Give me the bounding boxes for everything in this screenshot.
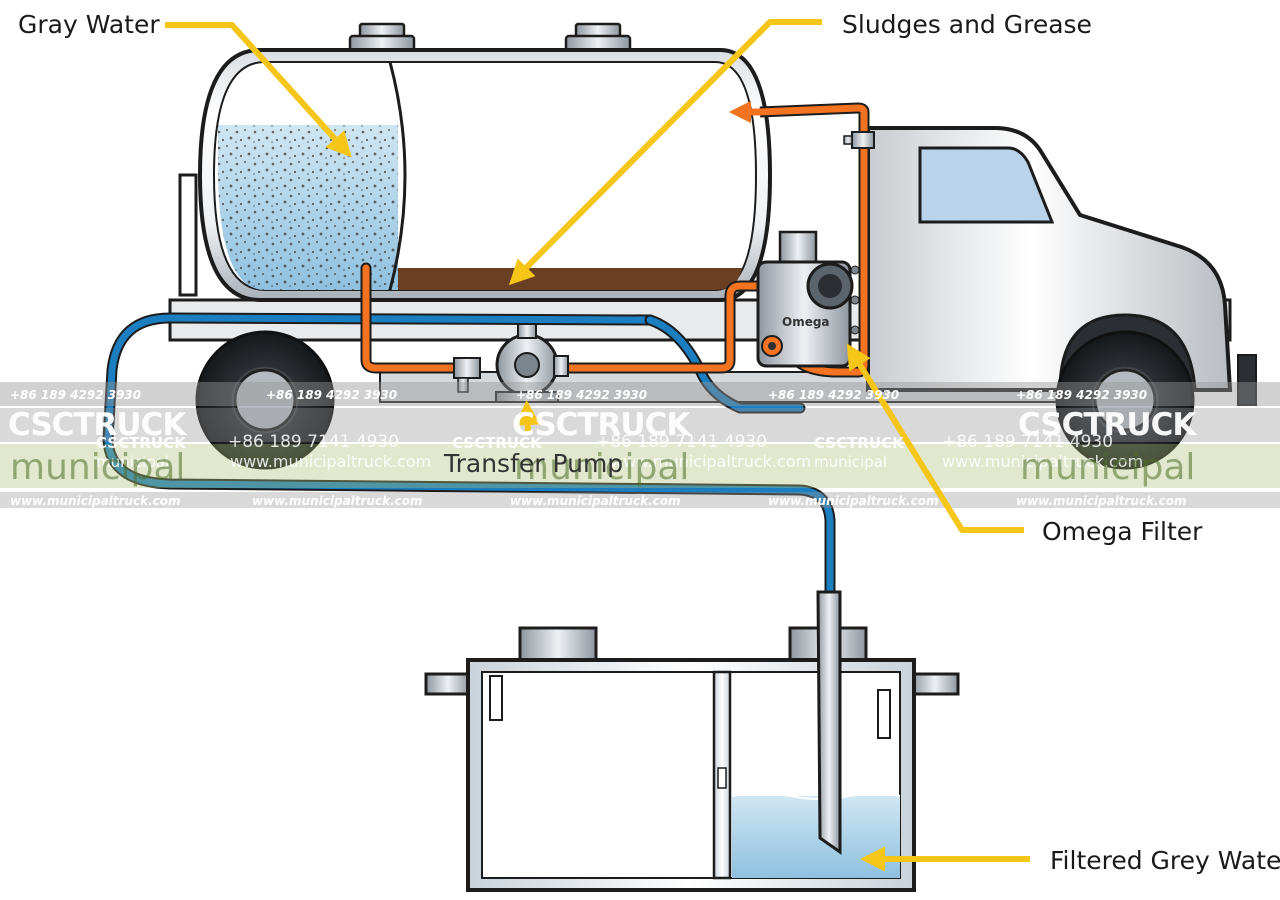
watermark-phone: +86 189 4292 3930 <box>1016 388 1148 402</box>
transfer-pump <box>453 323 569 403</box>
omega-filter-unit <box>756 230 860 368</box>
filtered-water-fill <box>732 796 900 878</box>
arrow-gray-water <box>165 22 352 158</box>
tank-baffle <box>388 61 407 291</box>
watermark-brand-small: CSCTRUCK <box>814 434 904 452</box>
watermark-municipal: municipal <box>10 447 186 488</box>
label-omega-filter: Omega Filter <box>1042 517 1203 546</box>
watermark-url-small: www.municipaltruck.com <box>252 494 423 508</box>
watermark-municipal-small: municipal <box>96 453 170 471</box>
tank-rear-bracket <box>178 173 198 297</box>
suction-wand <box>816 590 842 855</box>
label-filtered-grey-water: Filtered Grey Water <box>1050 846 1280 875</box>
watermark-url-small: www.municipaltruck.com <box>10 494 181 508</box>
grease-trap-tank <box>424 590 960 892</box>
filter-brand-label: Omega <box>782 315 830 329</box>
watermark-municipal: municipal <box>1020 447 1196 488</box>
watermark-bands <box>0 382 1280 508</box>
arrow-sludge <box>508 19 822 286</box>
watermark-municipal: municipal <box>514 447 690 488</box>
arrow-omega-filter <box>846 343 1024 533</box>
watermark-brand-small: CSCTRUCK <box>452 434 542 452</box>
watermark-brand: CSCTRUCK <box>8 407 186 443</box>
watermark-brand: CSCTRUCK <box>1018 407 1196 443</box>
watermark-phone-2: +86 189 7141 4930 <box>228 432 400 452</box>
arrow-transfer-pump <box>515 399 541 433</box>
watermark-municipal-small: municipal <box>814 453 888 471</box>
outlet-pipe <box>910 672 960 696</box>
watermark-url-small: www.municipaltruck.com <box>1016 494 1187 508</box>
check-valve <box>851 131 875 149</box>
watermark-phone: +86 189 4292 3930 <box>266 388 398 402</box>
watermark-phone-2: +86 189 7141 4930 <box>596 432 768 452</box>
cab-window <box>918 146 1055 224</box>
watermark-phone: +86 189 4292 3930 <box>516 388 648 402</box>
label-gray-water: Gray Water <box>18 10 160 39</box>
watermark-phone-2: +86 189 7141 4930 <box>942 432 1114 452</box>
watermark-url: www.municipaltruck.com <box>230 452 432 471</box>
inlet-pipe <box>424 672 472 696</box>
supply-pipe <box>362 264 794 372</box>
watermark-brand-small: CSCTRUCK <box>96 434 186 452</box>
sludge-layer <box>398 268 742 290</box>
return-hose <box>104 314 834 596</box>
watermark-phone: +86 189 4292 3930 <box>10 388 142 402</box>
manhole-left <box>518 626 598 664</box>
callout-arrows <box>165 19 1030 872</box>
watermark-url-small: www.municipaltruck.com <box>768 494 939 508</box>
watermark-phone: +86 189 4292 3930 <box>768 388 900 402</box>
watermark-brand: CSCTRUCK <box>512 407 690 443</box>
label-sludges-grease: Sludges and Grease <box>842 10 1092 39</box>
watermark-url: www.municipaltruck.com <box>942 452 1144 471</box>
watermark-url: www.municipaltruck.com <box>610 452 812 471</box>
watermark-url-small: www.municipaltruck.com <box>510 494 681 508</box>
front-bumper <box>1237 354 1257 406</box>
label-transfer-pump: Transfer Pump <box>444 449 624 478</box>
